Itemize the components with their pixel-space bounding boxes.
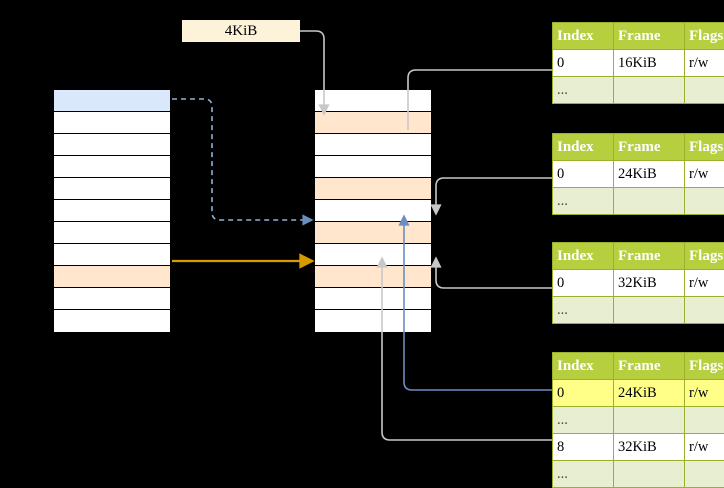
page-table-header-frame: Frame <box>614 243 685 270</box>
memory-cell <box>315 90 431 112</box>
page-table-row: ... <box>553 77 724 104</box>
page-table-header-flags: Flags <box>685 23 724 50</box>
page-table-cell: 0 <box>553 380 614 407</box>
page-table-cell: r/w <box>685 161 724 188</box>
wire-virtual-to-physical-dashed <box>172 99 308 220</box>
page-table-header-index: Index <box>553 353 614 380</box>
page-table-cell <box>614 461 685 488</box>
page-table-cell <box>614 77 685 104</box>
page-table-cell: r/w <box>685 434 724 461</box>
page-table-cell <box>685 188 724 215</box>
page-table-cell <box>614 188 685 215</box>
page-table-cell: ... <box>553 461 614 488</box>
memory-cell <box>315 200 431 222</box>
memory-cell <box>54 134 170 156</box>
memory-cell <box>54 288 170 310</box>
page-table-cell: ... <box>553 407 614 434</box>
memory-cell <box>315 222 431 244</box>
page-table-header-frame: Frame <box>614 23 685 50</box>
page-table-header-index: Index <box>553 134 614 161</box>
page-table-cell: ... <box>553 297 614 324</box>
memory-cell <box>315 288 431 310</box>
page-table-cell: 24KiB <box>614 161 685 188</box>
memory-cell <box>315 156 431 178</box>
page-table-header-flags: Flags <box>685 353 724 380</box>
virtual-memory-column <box>52 88 172 330</box>
page-table-cell: 0 <box>553 50 614 77</box>
memory-cell <box>54 200 170 222</box>
page-table-cell: 0 <box>553 161 614 188</box>
memory-cell <box>54 156 170 178</box>
page-table-header-index: Index <box>553 23 614 50</box>
page-table-cell: 8 <box>553 434 614 461</box>
memory-cell <box>54 222 170 244</box>
memory-cell <box>315 266 431 288</box>
page-table-row: ... <box>553 297 724 324</box>
page-table-cell: 24KiB <box>614 380 685 407</box>
page-table-cell: r/w <box>685 50 724 77</box>
page-table-cell: r/w <box>685 270 724 297</box>
memory-cell <box>315 112 431 134</box>
page-table-cell: ... <box>553 188 614 215</box>
page-table-header-frame: Frame <box>614 134 685 161</box>
memory-cell <box>54 266 170 288</box>
page-table-cell: 32KiB <box>614 270 685 297</box>
memory-cell <box>54 112 170 134</box>
wire-pt3-to-physical <box>436 262 552 288</box>
page-table-row: ... <box>553 407 724 434</box>
page-table-cell <box>614 297 685 324</box>
page-table-cell: 16KiB <box>614 50 685 77</box>
physical-memory-column <box>313 88 433 330</box>
memory-cell <box>315 178 431 200</box>
memory-cell <box>315 310 431 332</box>
memory-cell <box>54 244 170 266</box>
page-table-row: ... <box>553 461 724 488</box>
memory-cell <box>315 134 431 156</box>
memory-cell <box>315 244 431 266</box>
size-label-4kib: 4KiB <box>182 20 300 42</box>
page-table-cell <box>685 461 724 488</box>
page-table-cell <box>614 407 685 434</box>
page-table-cell: ... <box>553 77 614 104</box>
memory-cell <box>54 178 170 200</box>
page-table-header-flags: Flags <box>685 134 724 161</box>
page-table-cell: r/w <box>685 380 724 407</box>
page-table-cell: 0 <box>553 270 614 297</box>
memory-cell <box>54 310 170 332</box>
page-table-header-frame: Frame <box>614 353 685 380</box>
page-table-row: ... <box>553 188 724 215</box>
page-table-cell: 32KiB <box>614 434 685 461</box>
memory-cell <box>54 90 170 112</box>
page-table-cell <box>685 77 724 104</box>
wire-pt2-to-physical <box>436 178 552 210</box>
page-table-header-flags: Flags <box>685 243 724 270</box>
page-table-header-index: Index <box>553 243 614 270</box>
page-table-cell <box>685 407 724 434</box>
page-table-cell <box>685 297 724 324</box>
